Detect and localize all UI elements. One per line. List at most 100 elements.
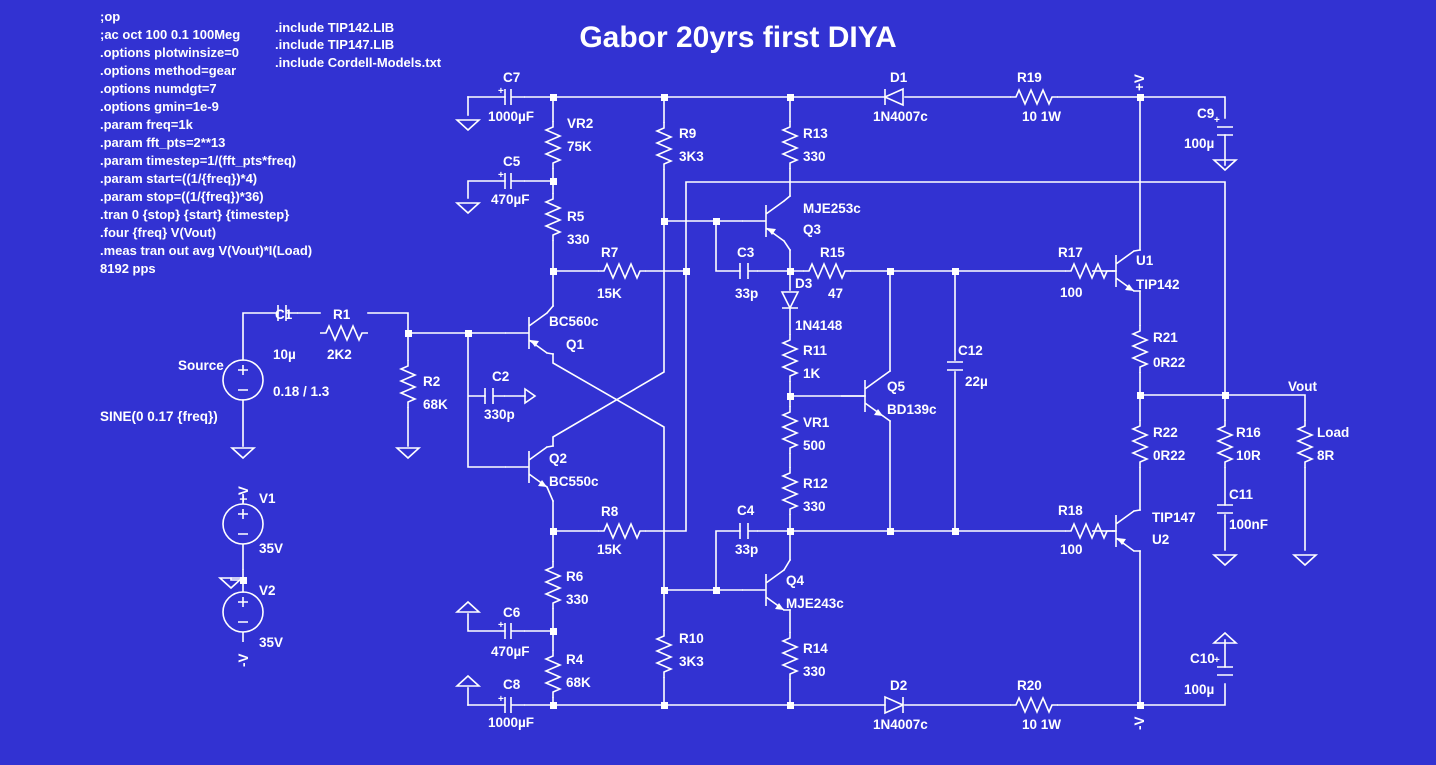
- directive-line: .param timestep=1/(fft_pts*freq): [100, 153, 296, 168]
- vr1-value: 500: [803, 438, 826, 453]
- c9-value: 100µ: [1184, 136, 1214, 151]
- c7-value: 1000µF: [488, 109, 534, 124]
- q4-symbol: [741, 569, 785, 611]
- q3-value: MJE253c: [803, 201, 861, 216]
- directive-line: .param start=((1/{freq})*4): [100, 171, 257, 186]
- r14-value: 330: [803, 664, 826, 679]
- c8-value: 1000µF: [488, 715, 534, 730]
- directive-line: .param freq=1k: [100, 117, 194, 132]
- q4-name: Q4: [786, 573, 805, 588]
- svg-text:+: +: [498, 170, 504, 181]
- directive-line: .param stop=((1/{freq})*36): [100, 189, 264, 204]
- component-labels: Source 0.18 / 1.3 SINE(0 0.17 {freq}) C1…: [100, 70, 1349, 732]
- schematic-title: Gabor 20yrs first DIYA: [579, 21, 896, 54]
- vr1-symbol: [782, 405, 798, 455]
- include-line: .include TIP147.LIB: [275, 37, 394, 52]
- c2-value: 330p: [484, 407, 515, 422]
- vminus-label-bottom: -V: [1132, 717, 1147, 731]
- r8-symbol: [597, 523, 647, 539]
- r19-name: R19: [1017, 70, 1042, 85]
- q3-name: Q3: [803, 222, 822, 237]
- r6-name: R6: [566, 569, 584, 584]
- d1-value: 1N4007c: [873, 109, 928, 124]
- d1-name: D1: [890, 70, 908, 85]
- v1-value: 35V: [259, 541, 283, 556]
- spice-directives: ;op ;ac oct 100 0.1 100Meg .options plot…: [100, 9, 442, 276]
- ground-c2: [524, 387, 537, 405]
- source-value: 0.18 / 1.3: [273, 384, 330, 399]
- r22-symbol: [1132, 419, 1148, 469]
- r10-name: R10: [679, 631, 704, 646]
- r20-name: R20: [1017, 678, 1042, 693]
- q2-value: BC550c: [549, 474, 599, 489]
- r16-symbol: [1217, 419, 1233, 469]
- r11-symbol: [782, 333, 798, 383]
- c11-name: C11: [1229, 487, 1254, 502]
- c4-name: C4: [737, 503, 755, 518]
- r8-value: 15K: [597, 542, 622, 557]
- r5-value: 330: [567, 232, 590, 247]
- vout-net-label: Vout: [1288, 379, 1317, 394]
- source-name: Source: [178, 358, 224, 373]
- r17-value: 100: [1060, 285, 1083, 300]
- svg-text:+: +: [1214, 115, 1220, 126]
- c12-value: 22µ: [965, 374, 988, 389]
- c7-name: C7: [503, 70, 520, 85]
- v2-value: 35V: [259, 635, 283, 650]
- v2-name: V2: [259, 583, 276, 598]
- r19-value: 10 1W: [1022, 109, 1061, 124]
- include-line: .include Cordell-Models.txt: [275, 55, 442, 70]
- directive-line: .tran 0 {stop} {start} {timestep}: [100, 207, 289, 222]
- d3-value: 1N4148: [795, 318, 843, 333]
- polarity-marks: ++++ ++: [498, 86, 1220, 705]
- r21-symbol: [1132, 324, 1148, 374]
- r10-symbol: [656, 629, 672, 679]
- r15-value: 47: [828, 286, 843, 301]
- r9-symbol: [656, 121, 672, 171]
- ground-c11: [1213, 554, 1237, 566]
- ground-c8: [456, 675, 480, 687]
- r9-value: 3K3: [679, 149, 704, 164]
- c5-name: C5: [503, 154, 521, 169]
- q5-value: BD139c: [887, 402, 937, 417]
- c3-name: C3: [737, 245, 755, 260]
- ground-source: [231, 447, 255, 459]
- load-value: 8R: [1317, 448, 1335, 463]
- vminus-label-v2: -V: [236, 654, 251, 668]
- c6-name: C6: [503, 605, 521, 620]
- wires: [230, 96, 1306, 706]
- r18-value: 100: [1060, 542, 1083, 557]
- r17-name: R17: [1058, 245, 1083, 260]
- c10-name: C10: [1190, 651, 1215, 666]
- r6-symbol: [545, 560, 561, 610]
- vplus-label-v1: +V: [236, 486, 251, 503]
- vr1-name: VR1: [803, 415, 830, 430]
- d3-name: D3: [795, 276, 813, 291]
- svg-text:+: +: [498, 86, 504, 97]
- directive-line: 8192 pps: [100, 261, 156, 276]
- c2-name: C2: [492, 369, 509, 384]
- d2-value: 1N4007c: [873, 717, 928, 732]
- r13-value: 330: [803, 149, 826, 164]
- c6-value: 470µF: [491, 644, 530, 659]
- c3-value: 33p: [735, 286, 758, 301]
- q2-name: Q2: [549, 451, 567, 466]
- load-name: Load: [1317, 425, 1349, 440]
- junction-dots: [240, 94, 1229, 709]
- r18-name: R18: [1058, 503, 1083, 518]
- directive-line: .options method=gear: [100, 63, 236, 78]
- u1-symbol: [1091, 250, 1135, 292]
- directive-line: ;op: [100, 9, 120, 24]
- voltage-source-symbols: [222, 359, 264, 642]
- r9-name: R9: [679, 126, 696, 141]
- r7-value: 15K: [597, 286, 622, 301]
- c5-value: 470µF: [491, 192, 530, 207]
- c12-name: C12: [958, 343, 983, 358]
- v1-name: V1: [259, 491, 276, 506]
- r14-symbol: [782, 631, 798, 681]
- u1-name: U1: [1136, 253, 1154, 268]
- r19-symbol: [1009, 89, 1059, 105]
- r10-value: 3K3: [679, 654, 704, 669]
- q3-symbol: [741, 200, 785, 242]
